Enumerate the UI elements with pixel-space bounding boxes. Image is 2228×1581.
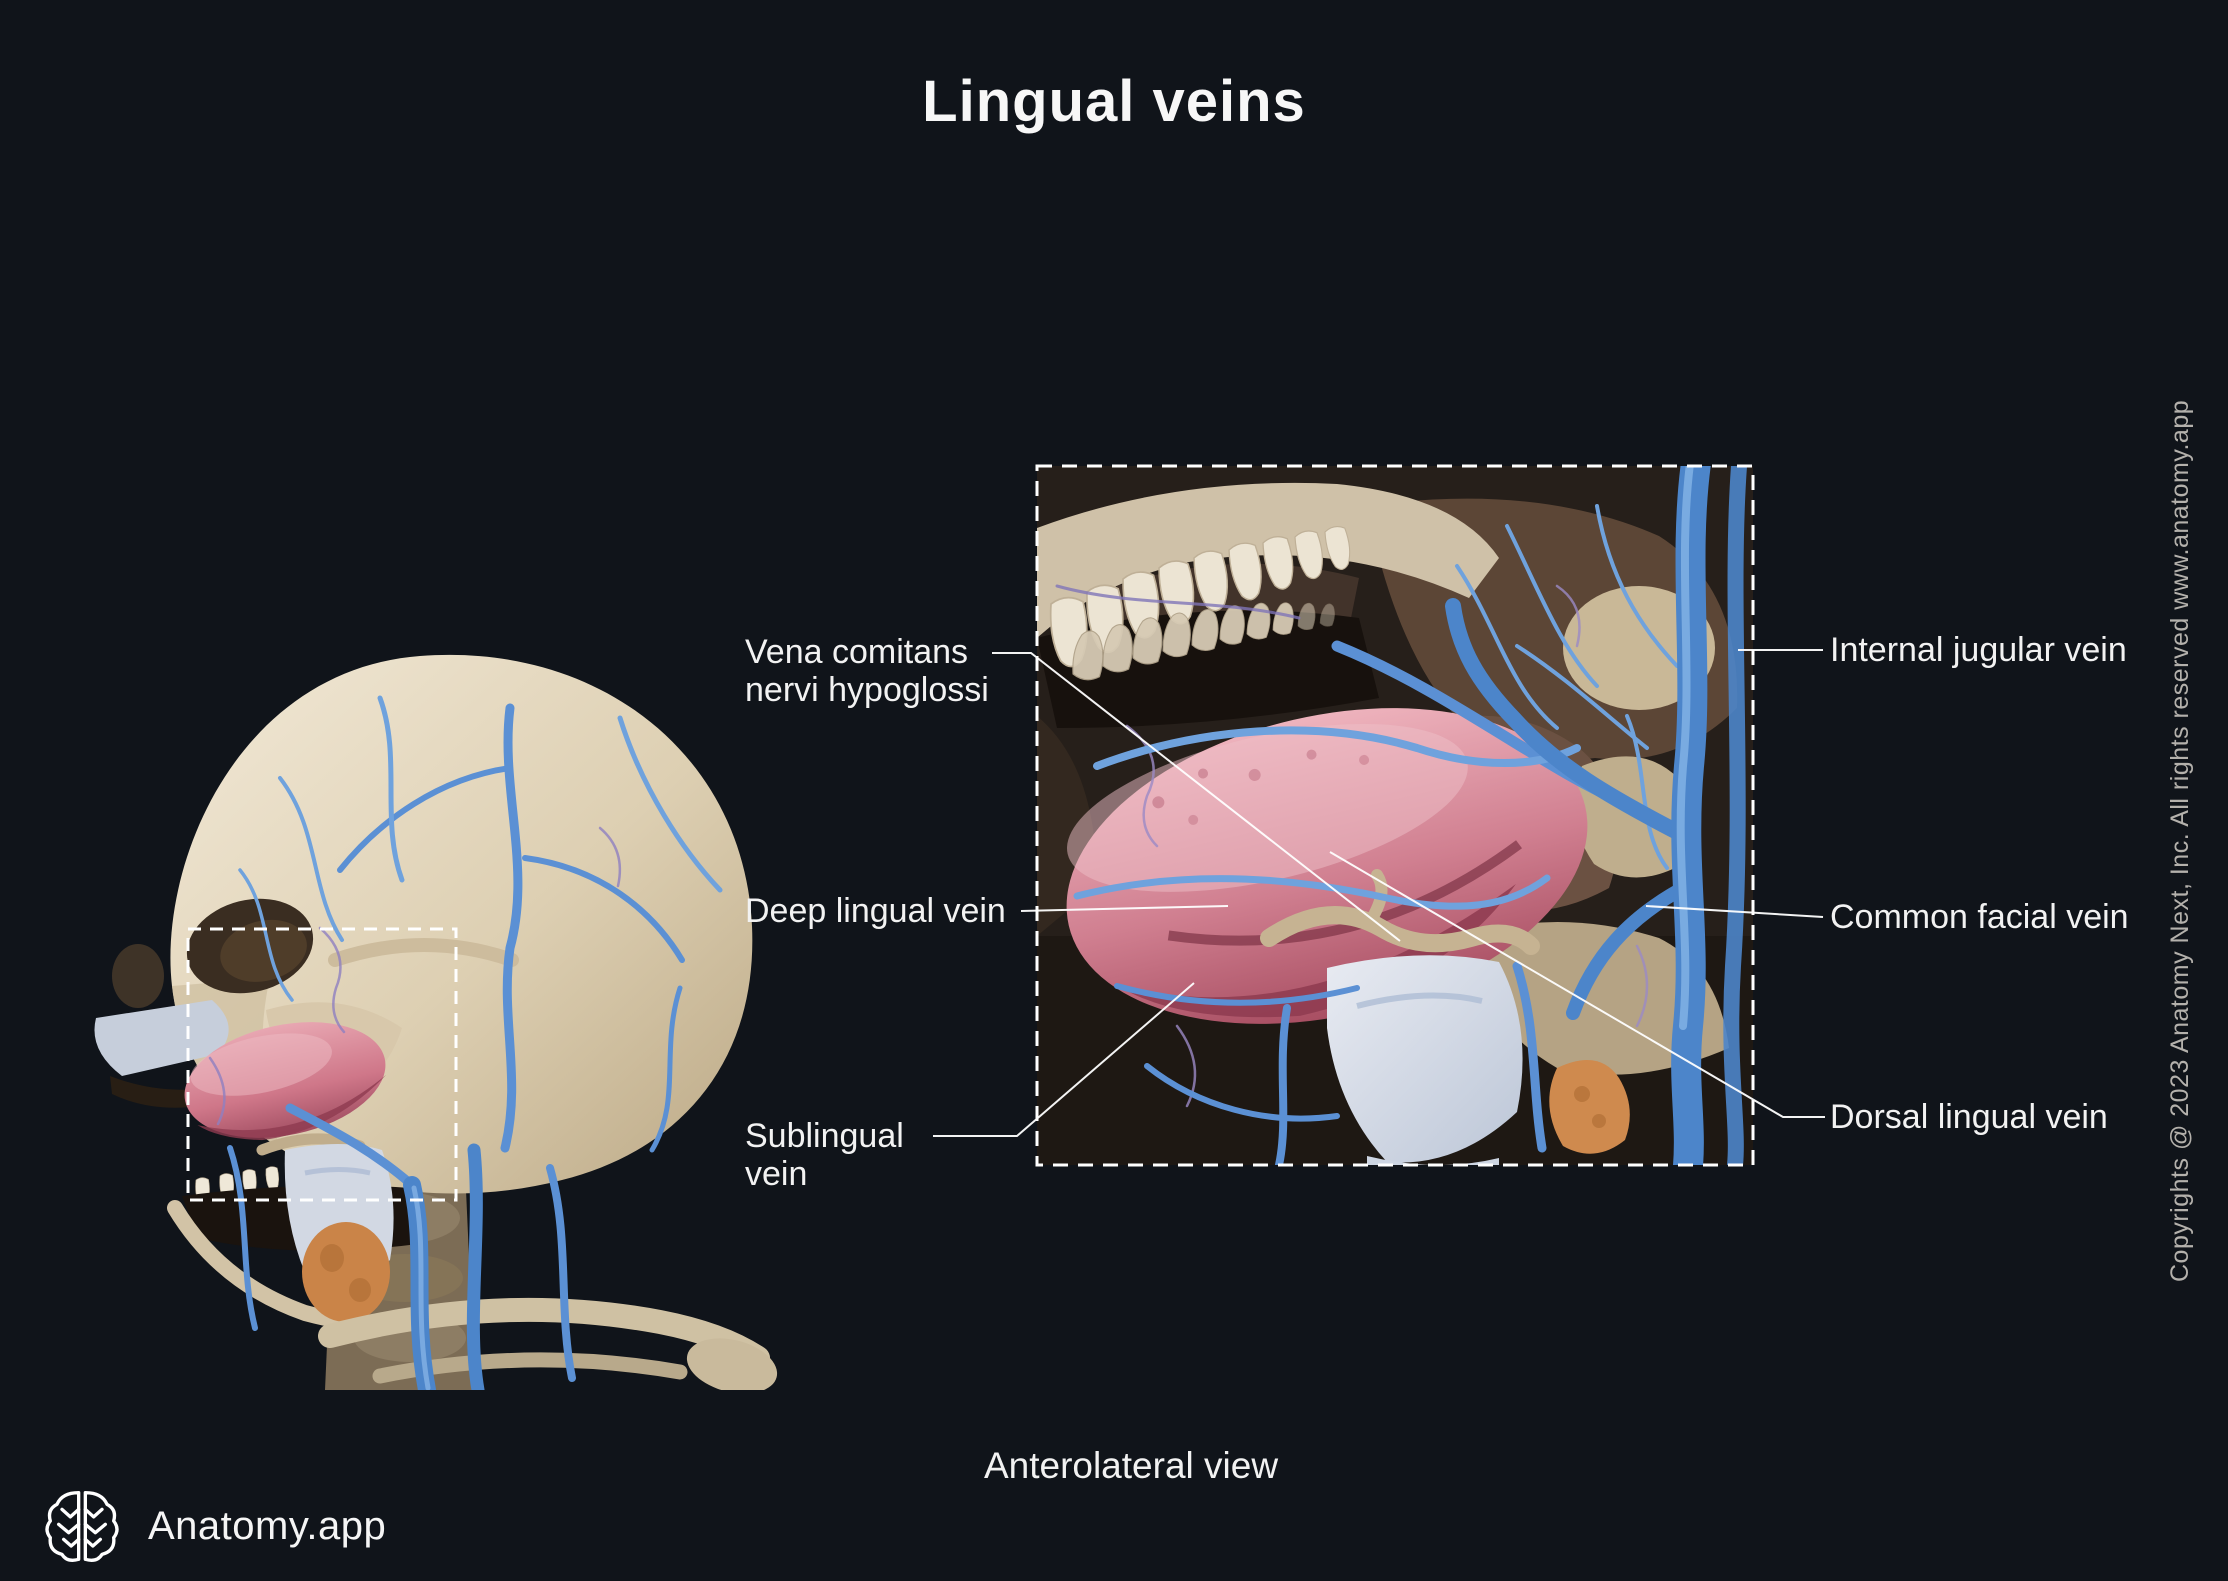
thyroid-gland-detail bbox=[1549, 1060, 1630, 1154]
label-dorsal-lingual-vein: Dorsal lingual vein bbox=[1830, 1098, 2108, 1136]
zoom-region-box bbox=[186, 927, 458, 1202]
label-common-facial-vein: Common facial vein bbox=[1830, 898, 2129, 936]
label-vena-comitans: Vena comitans nervi hypoglossi bbox=[745, 633, 989, 709]
zygomatic-arch bbox=[328, 938, 519, 967]
tongue-overview bbox=[184, 1022, 387, 1141]
eye-socket bbox=[186, 898, 314, 994]
label-deep-lingual-vein: Deep lingual vein bbox=[745, 892, 1006, 930]
copyright-notice: Copyrights @ 2023 Anatomy Next, Inc. All… bbox=[2166, 399, 2194, 1282]
lingual-veins-detail-figure bbox=[1037, 466, 1753, 1165]
common-facial-vein-shape bbox=[1566, 879, 1694, 1020]
skull-overview-figure bbox=[94, 654, 778, 1390]
brand-name: Anatomy.app bbox=[148, 1503, 387, 1548]
thyroid-gland-overview bbox=[302, 1222, 390, 1322]
brand-logo: Anatomy.app bbox=[42, 1486, 386, 1566]
deep-lingual-vein-shape bbox=[1073, 874, 1551, 910]
leader-dorsal-lingual bbox=[1329, 851, 1825, 1118]
leader-common-facial bbox=[1645, 905, 1824, 918]
far-eye-socket bbox=[112, 944, 164, 1008]
view-caption: Anterolateral view bbox=[983, 1445, 1279, 1486]
label-sublingual-vein: Sublingual vein bbox=[745, 1117, 904, 1193]
vein-network-detail bbox=[1055, 466, 1747, 1165]
internal-jugular-vein-shape bbox=[1671, 466, 1711, 1165]
leader-vena-comitans bbox=[992, 652, 1401, 942]
label-internal-jugular-vein: Internal jugular vein bbox=[1830, 631, 2127, 669]
detail-view-border bbox=[1035, 464, 1755, 1167]
leader-deep-lingual bbox=[1020, 905, 1229, 912]
sublingual-vein-shape bbox=[1114, 983, 1360, 1006]
page-title: Lingual veins bbox=[922, 69, 1306, 134]
vein-network-overview bbox=[208, 695, 723, 1390]
brain-logo-icon bbox=[45, 1491, 119, 1562]
leader-sublingual bbox=[933, 982, 1195, 1137]
facial-vein-shape bbox=[1445, 598, 1697, 846]
larynx-detail bbox=[1327, 955, 1523, 1165]
